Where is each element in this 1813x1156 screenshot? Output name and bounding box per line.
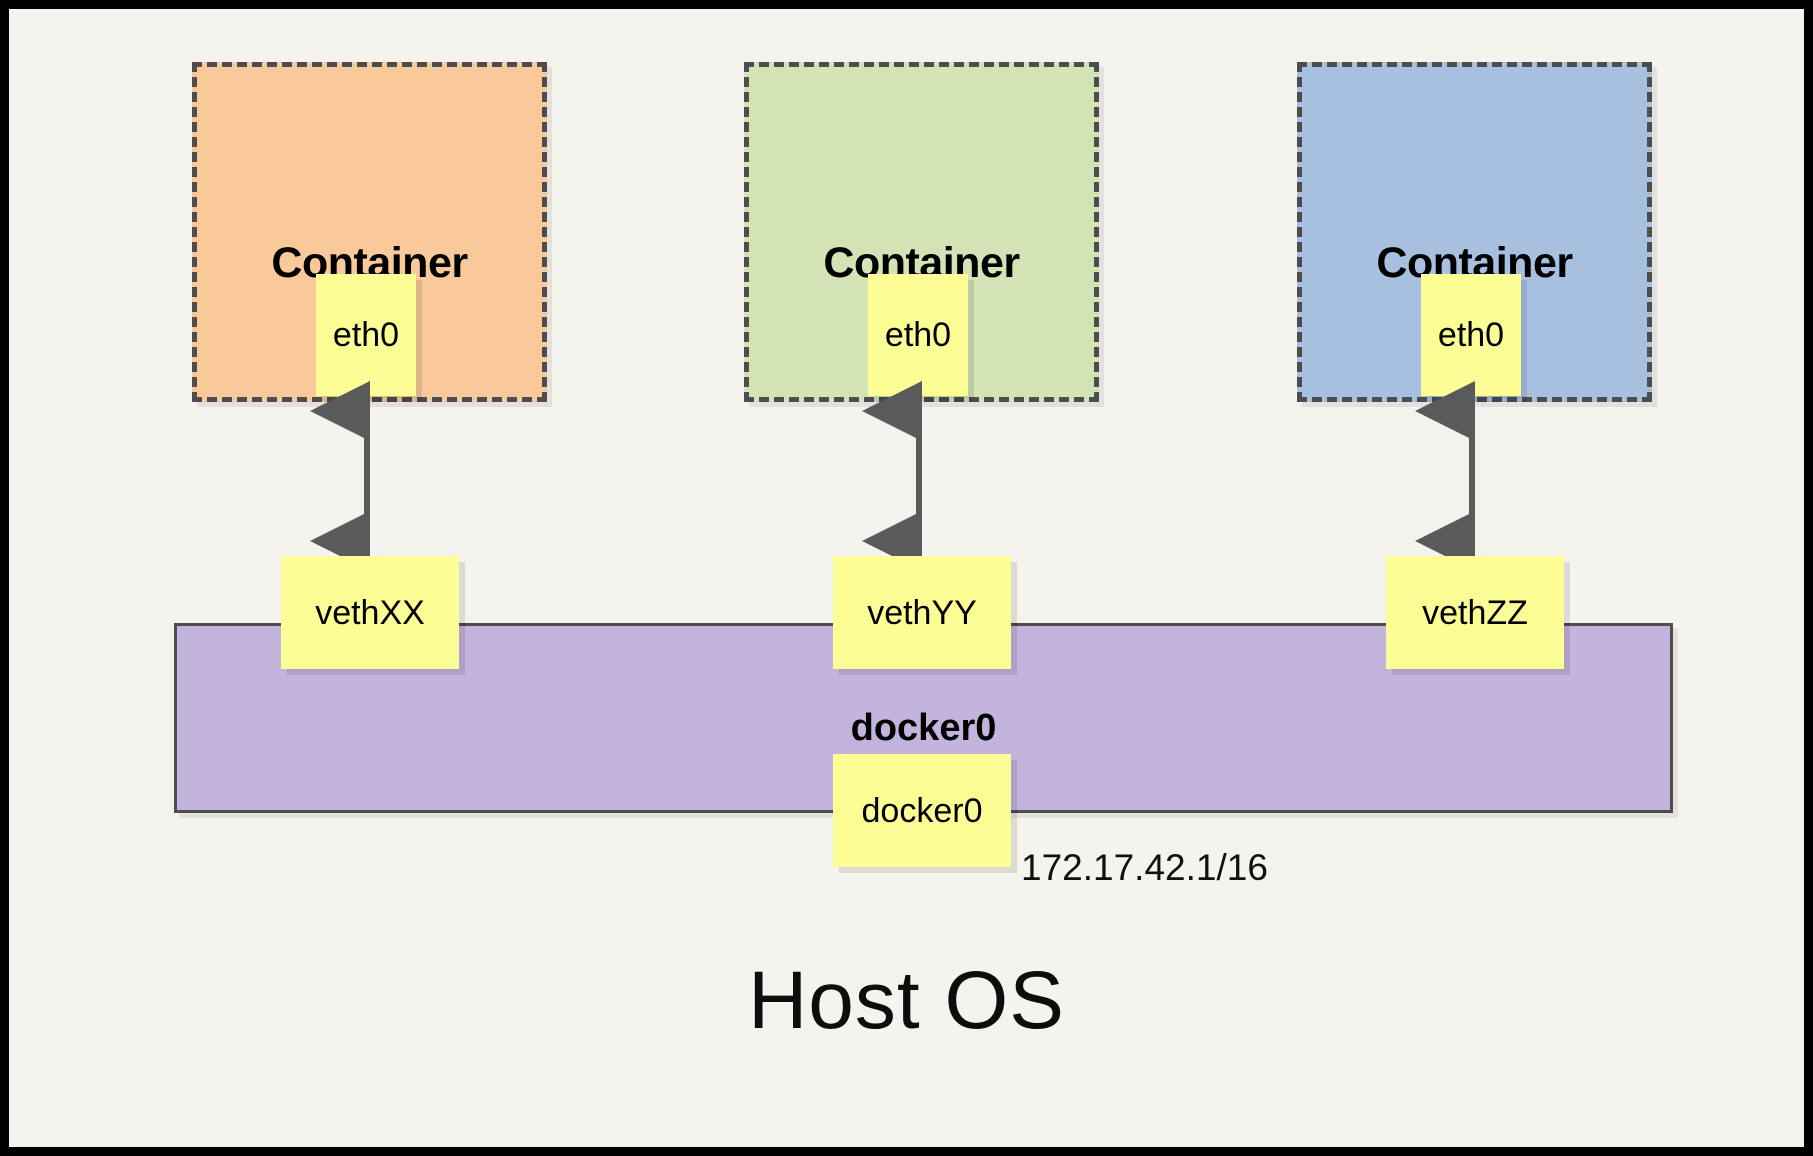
docker0-ip-address: 172.17.42.1/16 xyxy=(1021,847,1268,888)
eth0-node-2[interactable]: eth0 xyxy=(868,274,968,396)
arrow-container-2-to-veth-2 xyxy=(862,381,922,571)
veth-label-2: vethYY xyxy=(867,593,977,632)
veth-label-3: vethZZ xyxy=(1422,593,1528,632)
eth0-label-2: eth0 xyxy=(884,316,952,354)
docker0-bridge-label: docker0 xyxy=(850,707,997,749)
eth0-node-1[interactable]: eth0 xyxy=(316,274,416,396)
docker0-node-label: docker0 xyxy=(861,791,983,830)
veth-node-1[interactable]: vethXX xyxy=(281,556,459,669)
arrow-container-1-to-veth-1 xyxy=(310,381,370,571)
veth-label-1: vethXX xyxy=(315,593,425,632)
arrow-container-3-to-veth-3 xyxy=(1415,381,1475,571)
eth0-node-3[interactable]: eth0 xyxy=(1421,274,1521,396)
docker0-interface-node[interactable]: docker0 xyxy=(833,754,1011,867)
eth0-label-3: eth0 xyxy=(1437,316,1505,354)
veth-node-2[interactable]: vethYY xyxy=(833,556,1011,669)
veth-node-3[interactable]: vethZZ xyxy=(1386,556,1564,669)
host-os-title: Host OS xyxy=(748,955,1065,1046)
eth0-label-1: eth0 xyxy=(332,316,400,354)
